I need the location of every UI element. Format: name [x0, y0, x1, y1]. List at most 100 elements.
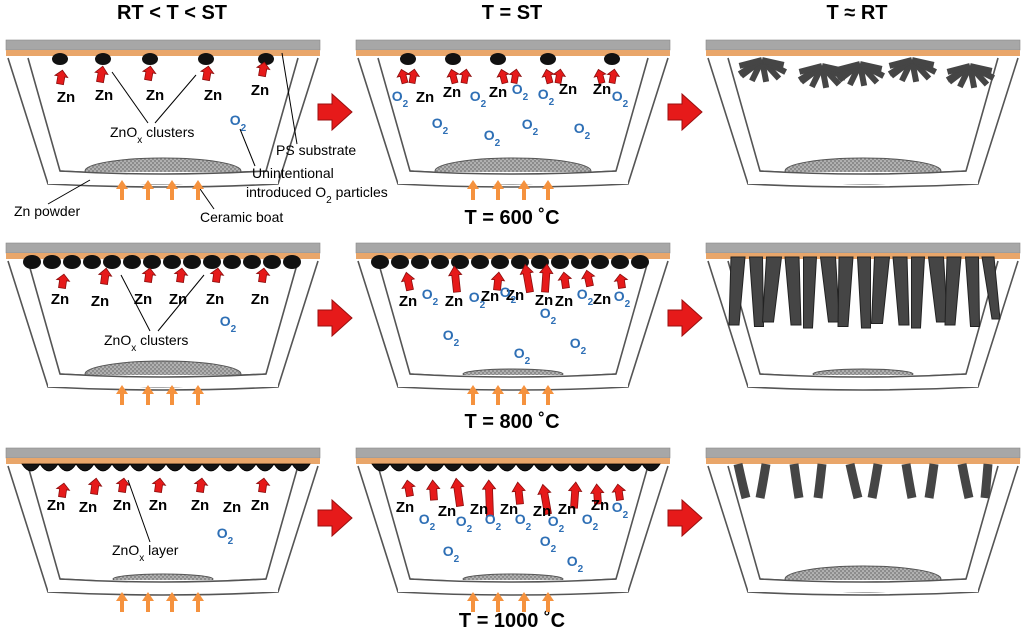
heat-arrow-icon [192, 385, 204, 405]
ceramic-boat [355, 39, 671, 188]
zn-label: Zn [149, 497, 167, 514]
red-block-arrow-icon [396, 68, 410, 85]
zn-label: Zn [396, 499, 414, 516]
powder-mask [398, 375, 628, 387]
heat-arrow-icon [192, 180, 204, 200]
nanorod [859, 61, 883, 72]
znox-cluster [243, 255, 261, 269]
boat-inner-floor [409, 578, 617, 583]
red-block-arrow-icon [606, 68, 621, 84]
boat-inner-floor [759, 373, 967, 378]
red-block-arrow-icon [151, 477, 167, 493]
heat-arrow-icon [116, 385, 128, 405]
zn-label: Zn [57, 89, 75, 106]
header-t-approx-rt: T ≈ RT [826, 2, 888, 24]
o2-label: O2 [548, 513, 565, 535]
o2-label: O2 [443, 543, 460, 565]
red-block-arrow-icon [141, 267, 157, 283]
zn-label: Zn [146, 87, 164, 104]
red-block-arrow-icon [446, 68, 460, 85]
nanorod [946, 63, 971, 75]
o2-label: O2 [419, 511, 436, 533]
znox-cluster [491, 255, 509, 269]
zn-label: Zn [500, 501, 518, 518]
heat-arrow-icon [192, 592, 204, 612]
heat-arrow-icon [116, 180, 128, 200]
callout-line [197, 185, 215, 210]
powder-mask [48, 375, 278, 387]
zn-label: Zn [416, 89, 434, 106]
red-block-arrow-icon [53, 69, 69, 86]
nanorod [870, 256, 891, 324]
red-block-arrow-icon [537, 483, 552, 516]
callout-line [239, 128, 256, 167]
nanorod [944, 256, 962, 326]
nanorod [798, 63, 823, 75]
zn-label: Zn [438, 503, 456, 520]
nanorod [964, 256, 981, 327]
red-block-arrow-icon [511, 481, 526, 505]
ps-substrate-orange [356, 458, 670, 464]
unintentional-label: Unintentional [252, 165, 334, 181]
znox-cluster [43, 255, 61, 269]
heat-arrow-icon [518, 180, 530, 200]
zn-label: Zn [79, 499, 97, 516]
znox-cluster [142, 53, 158, 65]
znox-cluster [263, 255, 281, 269]
zn-label: Zn [481, 288, 499, 305]
ps-substrate-orange [356, 50, 670, 56]
zn-label: Zn [558, 501, 576, 518]
znox-cluster [258, 53, 274, 65]
znox-cluster [591, 255, 609, 269]
znox-cluster [103, 255, 121, 269]
ps-substrate-top [705, 242, 1021, 254]
red-block-arrow-icon [87, 477, 103, 495]
ps-substrate-orange [6, 50, 320, 56]
ps-substrate-orange [6, 458, 320, 464]
zn-label: Zn [169, 291, 187, 308]
powder-mask [398, 580, 628, 592]
red-block-arrow-icon [539, 263, 554, 293]
zn-label: Zn [206, 291, 224, 308]
znox-clusters-label: ZnOx clusters [104, 332, 188, 354]
red-block-arrow-icon [406, 68, 421, 84]
zn-label: Zn [445, 293, 463, 310]
o2-label: O2 [432, 115, 449, 137]
o2-label: O2 [515, 511, 532, 533]
boat-inner-floor [59, 170, 267, 175]
red-block-arrow-icon [541, 68, 555, 85]
znox-cluster [163, 255, 181, 269]
nanorod [911, 57, 935, 68]
ceramic-boat [705, 39, 1021, 188]
znox-cluster [451, 255, 469, 269]
ps-substrate-orange [356, 253, 670, 259]
ceramic-boat [705, 447, 1021, 596]
transition-arrow-icon [667, 498, 703, 538]
znox-cluster [571, 255, 589, 269]
o2-label: O2 [612, 88, 629, 110]
ps-substrate-top [705, 447, 1021, 459]
zn-label: Zn [489, 84, 507, 101]
nanorod [761, 256, 783, 323]
zn-label: Zn [113, 497, 131, 514]
znox-cluster [23, 255, 41, 269]
red-block-arrow-icon [55, 482, 71, 498]
red-block-arrow-icon [458, 68, 473, 84]
boat-outer-wall [7, 465, 319, 596]
zn-label: Zn [555, 293, 573, 310]
red-block-arrow-icon [115, 477, 131, 493]
callout-line [281, 52, 298, 145]
zno-nanostructure [887, 57, 938, 83]
red-block-arrow-icon [581, 269, 596, 288]
ps-substrate-label: PS substrate [276, 142, 356, 158]
heat-arrow-icon [542, 385, 554, 405]
boat-outer-wall [707, 465, 1019, 596]
zn-label: Zn [591, 497, 609, 514]
zn-label: Zn [399, 293, 417, 310]
heat-arrow-icon [142, 592, 154, 612]
boat-inner-floor [59, 373, 267, 378]
zno-nanostructure [945, 63, 996, 89]
zn-label: Zn [91, 293, 109, 310]
red-block-arrow-icon [490, 271, 506, 291]
